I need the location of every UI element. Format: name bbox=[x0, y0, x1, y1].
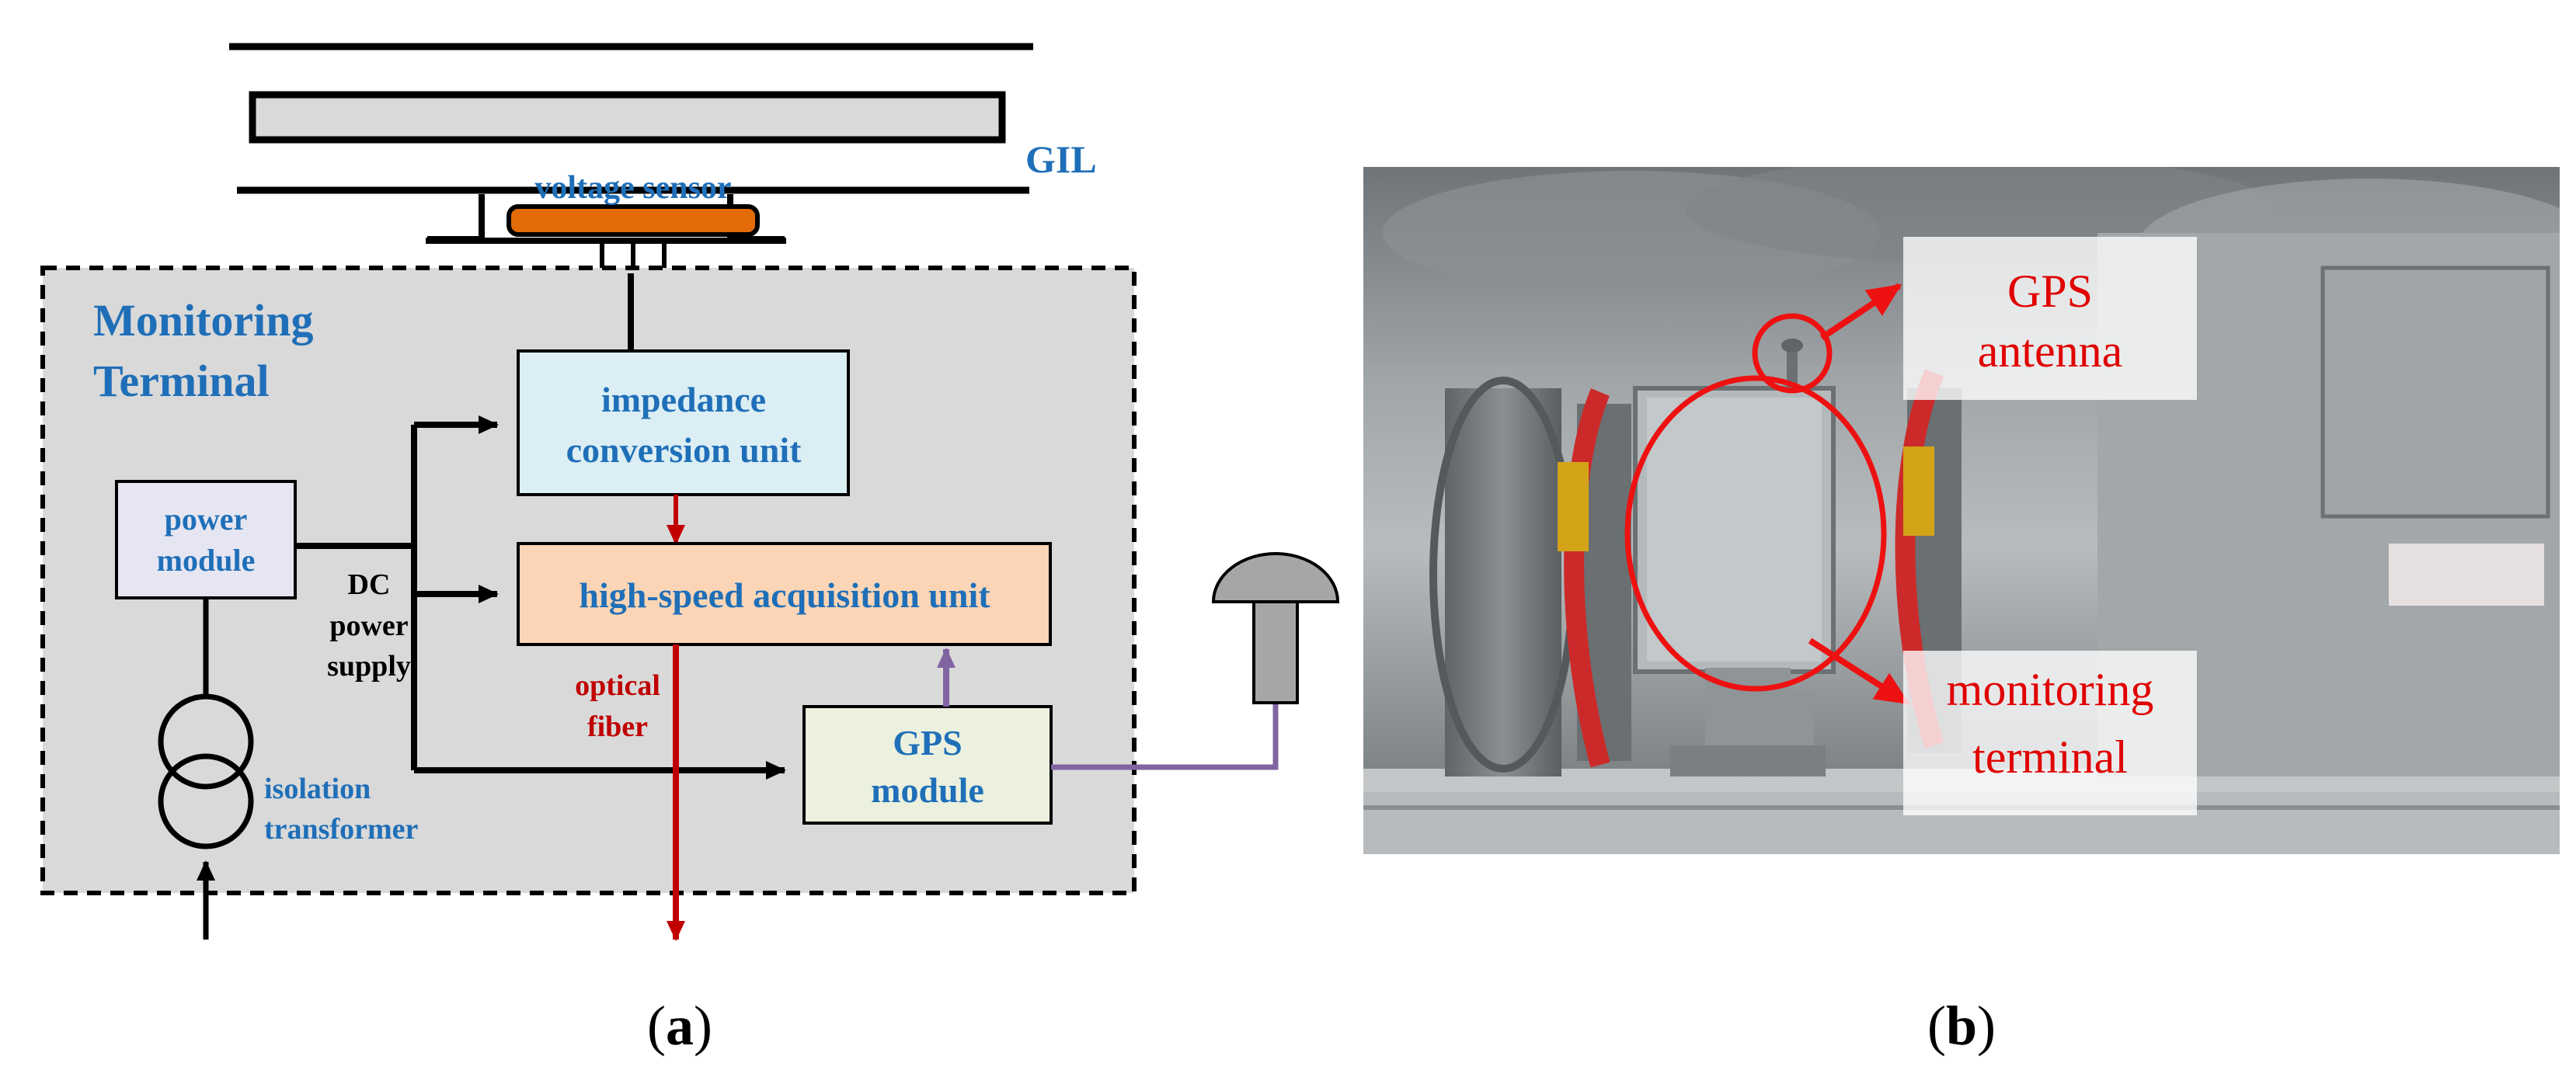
optical-fiber-label-2: fiber bbox=[587, 710, 648, 743]
gps-antenna-cable bbox=[1051, 703, 1279, 770]
dc-power-bus bbox=[295, 415, 786, 780]
svg-text:impedance: impedance bbox=[601, 380, 766, 419]
terminal-title-line1: Monitoring bbox=[93, 295, 314, 346]
svg-text:antenna: antenna bbox=[1978, 325, 2123, 377]
isolation-transformer-label-2: transformer bbox=[264, 813, 418, 846]
caption-a: (a) bbox=[647, 995, 712, 1057]
gps-antenna-icon bbox=[1211, 552, 1340, 704]
svg-text:high-speed acquisition unit: high-speed acquisition unit bbox=[579, 575, 990, 615]
panel-b-photo: GPS antenna monitoring terminal (b) bbox=[1363, 167, 2560, 1057]
terminal-title-line2: Terminal bbox=[93, 356, 270, 406]
svg-text:module: module bbox=[871, 770, 984, 810]
gps-antenna-callout-circle bbox=[1752, 313, 1833, 394]
gps-module: GPS module bbox=[802, 705, 1053, 825]
svg-text:monitoring: monitoring bbox=[1947, 664, 2154, 715]
power-module: power module bbox=[115, 480, 297, 599]
svg-text:GPS: GPS bbox=[2007, 266, 2093, 317]
acquisition-unit: high-speed acquisition unit bbox=[517, 542, 1052, 646]
monitoring-terminal-callout-ellipse bbox=[1624, 375, 1887, 692]
voltage-sensor-plate bbox=[506, 204, 760, 237]
gil-conductor bbox=[249, 91, 1006, 144]
monitoring-terminal-label-box: monitoring terminal bbox=[1903, 651, 2197, 815]
dc-supply-label-2: power bbox=[329, 610, 408, 642]
impedance-conversion-unit: impedance conversion unit bbox=[517, 349, 850, 496]
svg-text:terminal: terminal bbox=[1972, 731, 2128, 783]
dc-supply-label-3: supply bbox=[327, 650, 411, 683]
isolation-transformer bbox=[158, 598, 254, 940]
isolation-transformer-label-1: isolation bbox=[264, 773, 371, 805]
voltage-sensor: voltage sensor bbox=[426, 170, 786, 276]
gps-antenna-label-box: GPS antenna bbox=[1903, 237, 2197, 400]
optical-fiber-label-1: optical bbox=[575, 669, 660, 702]
panel-a: GIL voltage sensor Monitoring Terminal i… bbox=[40, 43, 1340, 1057]
svg-text:module: module bbox=[157, 543, 256, 578]
dc-supply-label-1: DC bbox=[348, 568, 391, 601]
gil-label: GIL bbox=[1025, 137, 1097, 181]
svg-text:conversion unit: conversion unit bbox=[566, 430, 802, 470]
svg-text:power: power bbox=[165, 502, 248, 537]
svg-text:GPS: GPS bbox=[893, 723, 962, 763]
caption-b: (b) bbox=[1927, 995, 1996, 1057]
voltage-sensor-label: voltage sensor bbox=[534, 170, 731, 206]
